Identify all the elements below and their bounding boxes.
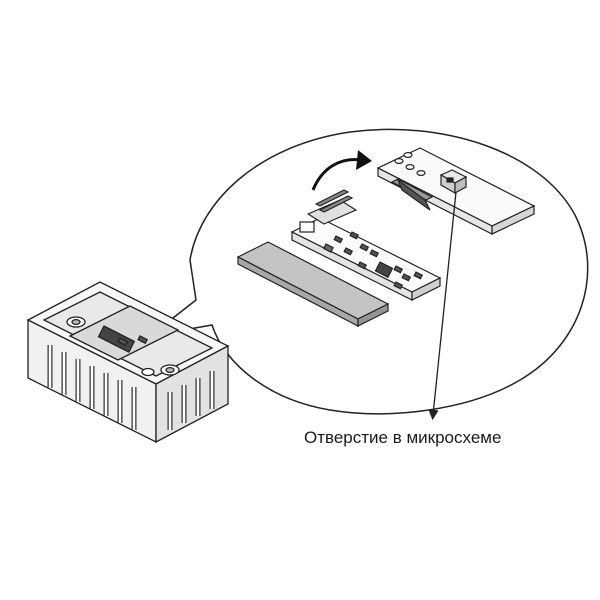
device-housing xyxy=(26,281,230,444)
chip-hole-label: Отверстие в микросхеме xyxy=(304,428,502,447)
rotation-arrow-icon xyxy=(311,150,372,191)
chip-hole-component xyxy=(439,169,468,195)
callout-line xyxy=(428,191,457,421)
control-pcb-board xyxy=(290,189,442,301)
thermal-pad xyxy=(236,241,390,327)
